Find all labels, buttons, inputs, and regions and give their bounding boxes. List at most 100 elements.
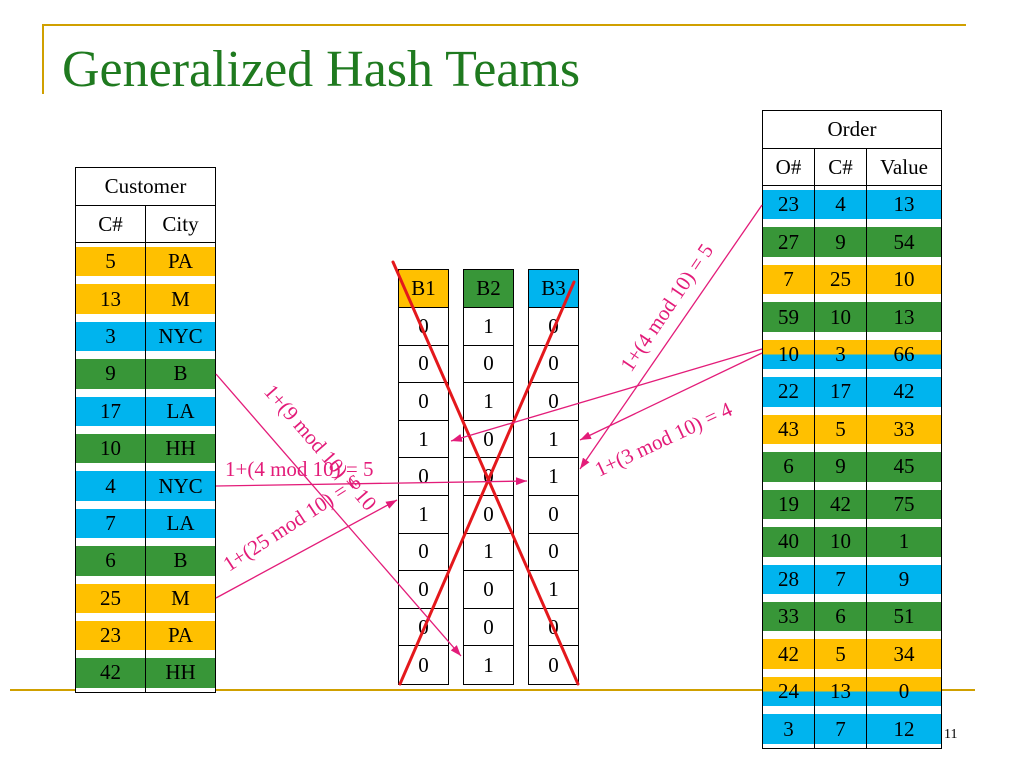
bucket-bit-cell: 0 [399,534,448,572]
bucket-bit-cell: 0 [529,346,578,384]
order-table-title: Order [763,111,941,149]
order-value-cell: 0 [867,673,941,710]
customer-cnum-cell: 17 [76,392,146,430]
order-value-cell: 54 [867,223,941,260]
customer-city-cell: PA [146,243,215,280]
order-cnum-cell: 5 [815,635,867,673]
customer-column-headers: C# City [76,206,215,243]
bucket-bit-cell: 1 [529,421,578,459]
bucket-bit-cell: 0 [464,346,513,384]
order-cnum-cell: 7 [815,560,867,598]
customer-col-city: City [162,211,199,236]
customer-cnum-cell: 25 [76,579,146,617]
customer-city-cell: B [146,542,215,579]
order-value-cell: 33 [867,411,941,448]
customer-cnum-cell: 9 [76,355,146,393]
order-cnum-cell: 3 [815,335,867,374]
slide-number: 11 [944,727,958,742]
title-rule-horizontal [42,24,966,26]
bucket-bit-cell: 0 [529,609,578,647]
bucket-bit-cell: 0 [464,571,513,609]
customer-city-cell: HH [146,654,215,691]
customer-cnum-cell: 4 [76,467,146,505]
customer-cnum-cell: 3 [76,317,146,356]
order-cnum-cell: 42 [815,485,867,524]
bucket-bit-cell: 0 [418,652,429,677]
bucket-bit-cell: 0 [548,652,559,677]
order-onum-cell: 24 [763,672,815,711]
customer-city-cell: LA [146,505,215,542]
order-value-cell: 42 [867,373,941,410]
order-value-cell: 10 [867,261,941,298]
hash-label-order-23: 1+(4 mod 10) = 5 [615,239,718,376]
customer-table-title: Customer [76,168,215,206]
order-value-cell: 9 [867,561,941,598]
order-cnum-cell: 10 [815,298,867,336]
order-onum-cell: 42 [763,635,815,673]
hash-label-customer-9: 1+(9 mod 10) = 10 [259,380,381,516]
customer-city-cell: B [146,355,215,392]
order-value-cell: 13 [867,186,941,223]
title-rule-vertical [42,24,44,94]
hash-arrow-order-10-to-b3 [579,352,763,441]
hash-arrow-customer-25-to-b1 [215,499,398,599]
order-value-cell: 34 [867,635,941,672]
order-value-cell: 66 [867,336,941,373]
customer-city-cell: NYC [146,318,215,355]
bucket-bit-cell: 1 [483,652,494,677]
order-cnum-cell: 6 [815,597,867,636]
order-col-cnum: C# [815,149,867,185]
customer-cnum-cell: 5 [76,243,146,281]
order-value-cell: 51 [867,598,941,635]
order-onum-cell: 10 [763,335,815,374]
bucket-bit-cell: 0 [464,458,513,496]
order-onum-cell: 33 [763,597,815,636]
bucket-bit-cell: 0 [399,308,448,346]
customer-cnum-cell: 42 [76,654,146,692]
order-onum-cell: 3 [763,710,815,748]
bucket-bit-cell: 1 [464,534,513,572]
order-cnum-cell: 10 [815,523,867,561]
bucket-bit-cell: 0 [529,534,578,572]
order-col-value: Value [880,154,928,179]
hash-label-order-10: 1+(3 mod 10) = 4 [591,397,736,482]
bucket-bit-cell: 0 [399,383,448,421]
order-value-cell: 75 [867,486,941,523]
order-column-headers: O# C# Value [763,149,941,186]
order-onum-cell: 19 [763,485,815,524]
bucket-bit-cell: 0 [464,609,513,647]
order-onum-cell: 6 [763,448,815,486]
customer-cnum-cell: 10 [76,429,146,468]
bucket-bit-cell: 1 [464,308,513,346]
bucket-bit-cell: 0 [399,609,448,647]
bucket-header: B3 [529,270,578,308]
bucket-header: B1 [399,270,448,308]
order-onum-cell: 43 [763,410,815,449]
bucket-bit-cell: 0 [399,346,448,384]
order-cnum-cell: 13 [815,672,867,711]
bucket-bit-cell: 0 [464,496,513,534]
order-cnum-cell: 9 [815,223,867,261]
bucket-bit-cell: 0 [399,458,448,496]
order-cnum-cell: 5 [815,410,867,449]
customer-cnum-cell: 13 [76,280,146,318]
